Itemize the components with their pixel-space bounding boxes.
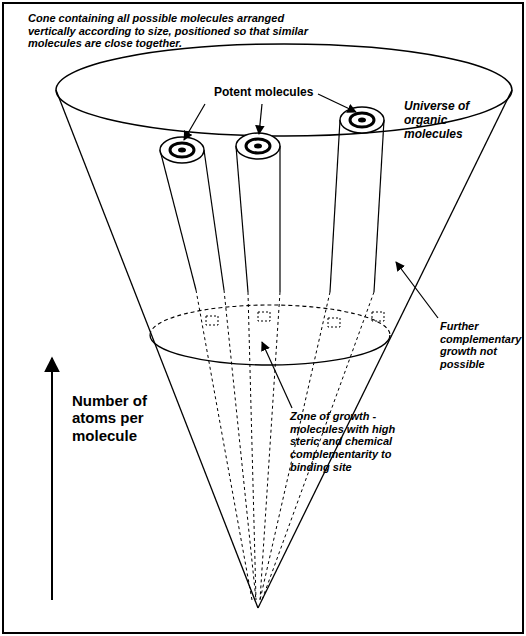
growth-marker	[372, 312, 384, 321]
potent-molecule-dot	[254, 144, 262, 149]
tube-side	[236, 146, 248, 292]
figure-note: Cone containing all possible molecules a…	[28, 12, 328, 50]
tube-side	[160, 150, 196, 290]
tube-side	[279, 146, 280, 292]
tube-side	[204, 150, 224, 290]
frame-border	[3, 3, 523, 633]
tube-side	[374, 120, 384, 292]
tube-projection	[248, 292, 256, 600]
leader-arrow	[184, 104, 205, 140]
zone-ellipse-back	[150, 305, 390, 335]
tube-projection	[260, 292, 280, 600]
potent-molecule-dot	[358, 118, 366, 123]
leader-arrow	[396, 262, 438, 318]
leader-arrow	[259, 104, 262, 134]
callout-label: Zone of growth - molecules with high ste…	[290, 410, 422, 473]
axis-arrow	[51, 358, 53, 600]
tube-top	[160, 137, 204, 163]
potent-molecule-ring	[246, 139, 270, 153]
tube-side	[330, 120, 340, 292]
callout-label: Potent molecules	[214, 86, 344, 100]
region-label: Universe of organic molecules	[404, 100, 482, 141]
growth-marker	[328, 318, 340, 327]
potent-molecule-ring	[350, 113, 374, 127]
tube-projection	[196, 290, 252, 600]
potent-molecule-ring	[170, 143, 194, 157]
axis-label: Number of atoms per molecule	[72, 392, 162, 444]
cone-side	[56, 90, 258, 608]
callout-label: Further complementary growth not possibl…	[440, 320, 522, 371]
potent-molecule-dot	[178, 148, 186, 153]
leader-arrow	[318, 94, 356, 112]
leader-arrow	[262, 342, 292, 408]
growth-marker	[258, 312, 270, 321]
tube-top	[236, 133, 280, 159]
tube-projection	[224, 290, 256, 600]
tube-top	[340, 107, 384, 133]
growth-marker	[206, 316, 218, 325]
